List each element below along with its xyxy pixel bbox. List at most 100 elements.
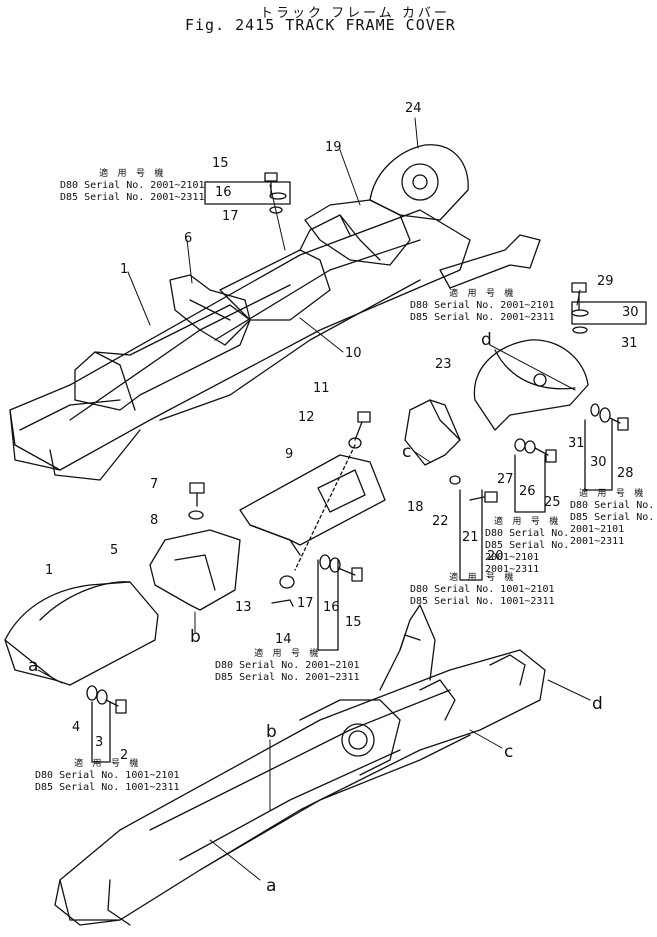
callout-12: 12 <box>298 410 315 425</box>
note-line: D85 Serial No. 1001~2311 <box>35 782 180 793</box>
ref-letter-c-mid: c <box>402 442 412 462</box>
callout-27: 27 <box>497 472 514 487</box>
note-line: D80 Serial No. 2001~2101 <box>60 180 205 191</box>
note-line: D85 Serial No. 1001~2311 <box>410 596 555 607</box>
ref-letter-b-mid: b <box>190 627 201 647</box>
callout-box-30-mid <box>584 419 613 491</box>
callout-1-lower: 1 <box>45 563 54 578</box>
pin-14 <box>271 599 294 607</box>
callout-8: 8 <box>150 513 159 528</box>
callout-box-3 <box>91 701 111 763</box>
ref-letter-d-low: d <box>592 694 603 714</box>
callout-9: 9 <box>285 447 294 462</box>
washer-17-upper <box>269 206 283 214</box>
leader-lines-lower <box>37 451 591 881</box>
note-heading: 適 用 号 機 <box>99 169 166 179</box>
ref-letter-c-low: c <box>504 742 514 762</box>
callout-30-upper: 30 <box>622 305 639 320</box>
callout-28: 28 <box>617 466 634 481</box>
washer-22 <box>449 475 461 485</box>
bracket-5 <box>149 529 241 611</box>
figure-title: Fig. 2415 TRACK FRAME COVER <box>185 16 456 34</box>
leader-lines-upper <box>127 117 581 391</box>
note-heading: 適 用 号 機 <box>254 649 321 659</box>
nut-13 <box>279 575 295 589</box>
callout-5: 5 <box>110 543 119 558</box>
note-line: 2001~2101 <box>485 552 540 563</box>
bolt-20 <box>469 491 498 503</box>
callout-14: 14 <box>275 632 292 647</box>
serial-note-right: 適 用 号 機 D80 Serial No. D85 Serial No. 20… <box>570 488 654 548</box>
callout-19: 19 <box>325 140 342 155</box>
cover-1-lower <box>4 581 159 686</box>
ref-letter-b-low: b <box>266 722 277 742</box>
callout-21: 21 <box>462 530 479 545</box>
callout-6: 6 <box>184 231 193 246</box>
washer-group-16-17 <box>319 554 363 582</box>
callout-18: 18 <box>407 500 424 515</box>
ref-letter-d-top: d <box>481 330 492 350</box>
callout-17-upper: 17 <box>222 209 239 224</box>
ref-letter-a-low: a <box>266 876 277 896</box>
callout-30-mid: 30 <box>590 455 607 470</box>
title-japanese: トラック フレーム カバー <box>260 6 450 21</box>
note-line: D85 Serial No. 2001~2311 <box>215 672 360 683</box>
callout-25: 25 <box>544 495 561 510</box>
bolt-11 <box>354 411 371 441</box>
callout-11: 11 <box>313 381 330 396</box>
note-line: 2001~2311 <box>485 564 540 575</box>
callout-29: 29 <box>597 274 614 289</box>
bolt-29 <box>571 282 587 311</box>
note-line: 2001~2311 <box>570 536 625 547</box>
guard-24 <box>369 144 469 221</box>
callout-31-upper: 31 <box>621 336 638 351</box>
bolt-group-2-4 <box>86 685 127 714</box>
note-heading: 適 用 号 機 <box>449 573 516 583</box>
bracket-6 <box>169 274 251 346</box>
callout-4: 4 <box>72 720 81 735</box>
lever-arm <box>439 234 541 289</box>
lower-track-frame <box>54 604 546 926</box>
callout-16-upper: 16 <box>215 185 232 200</box>
washer-16-upper <box>269 192 287 200</box>
washer-30 <box>571 309 589 317</box>
sprocket-cover-23 <box>473 339 589 431</box>
note-line: D80 Serial No. <box>570 500 655 511</box>
cover-9 <box>239 444 386 571</box>
note-line: D80 Serial No. 2001~2101 <box>410 300 555 311</box>
callout-7: 7 <box>150 477 159 492</box>
callout-1-upper: 1 <box>120 262 129 277</box>
callout-box-21 <box>459 489 483 581</box>
callout-box-16-mid <box>317 559 339 651</box>
note-line: D80 Serial No. 1001~2101 <box>35 770 180 781</box>
serial-note-lower-left: 適 用 号 機 D80 Serial No. 1001~2101 D85 Ser… <box>35 758 180 794</box>
bolt-25 <box>514 438 557 463</box>
note-line: 2001~2101 <box>570 524 625 535</box>
serial-note-upper-right: 適 用 号 機 D80 Serial No. 2001~2101 D85 Ser… <box>410 288 555 324</box>
note-heading: 適 用 号 機 <box>449 289 516 299</box>
callout-17-mid: 17 <box>297 596 314 611</box>
bolt-7 <box>189 482 205 507</box>
note-line: D80 Serial No. 2001~2101 <box>215 660 360 671</box>
callout-box-16 <box>204 181 291 205</box>
serial-note-mid-right: 適 用 号 機 D80 Serial No. D85 Serial No. 20… <box>485 516 569 576</box>
washer-12 <box>348 437 362 449</box>
note-line: D80 Serial No. <box>485 528 570 539</box>
cover-10-upper <box>219 214 351 321</box>
note-heading: 適 用 号 機 <box>579 489 646 499</box>
note-line: D85 Serial No. <box>485 540 570 551</box>
note-heading: 適 用 号 機 <box>74 759 141 769</box>
callout-10: 10 <box>345 346 362 361</box>
bolt-15-upper <box>264 172 278 197</box>
cover-1-upper <box>74 304 251 411</box>
callout-box-26 <box>514 454 546 513</box>
callout-16-mid: 16 <box>323 600 340 615</box>
note-line: D85 Serial No. 2001~2311 <box>410 312 555 323</box>
callout-23: 23 <box>435 357 452 372</box>
callout-20: 20 <box>487 549 504 564</box>
callout-2: 2 <box>120 748 129 763</box>
bolt-28 <box>590 403 629 431</box>
callout-22: 22 <box>432 514 449 529</box>
callout-15-upper: 15 <box>212 156 229 171</box>
